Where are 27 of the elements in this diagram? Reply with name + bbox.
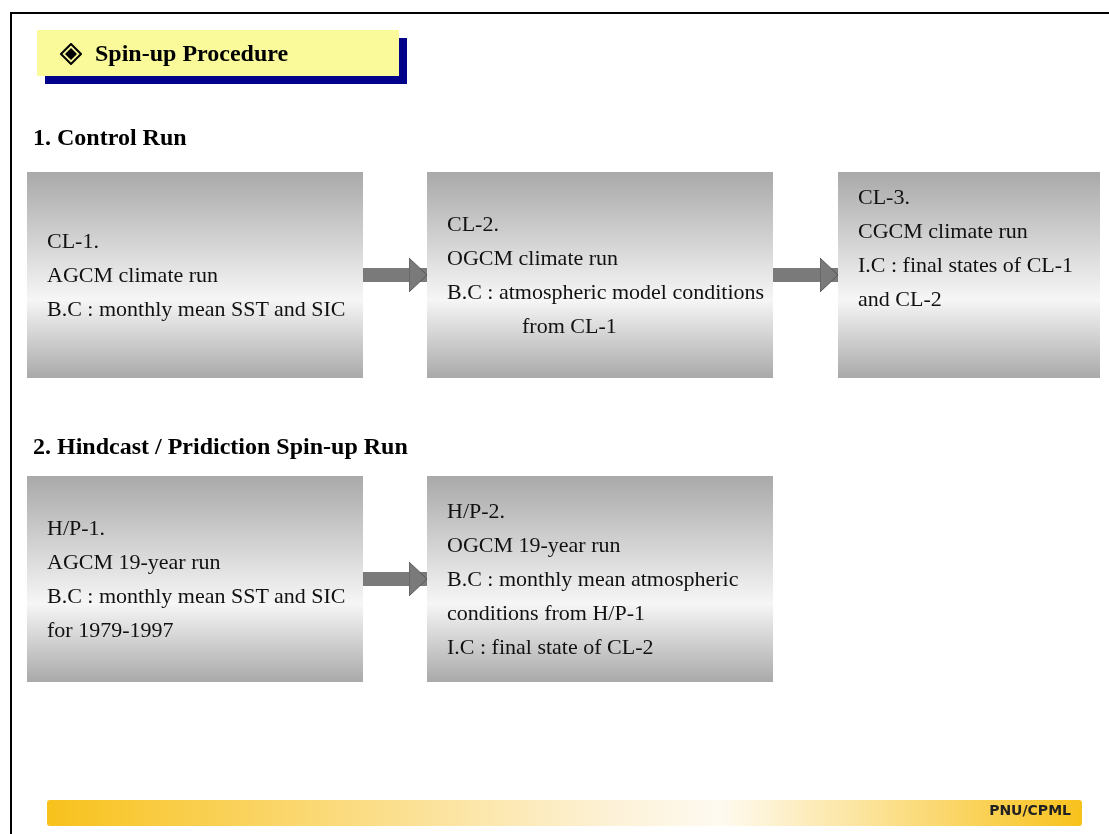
block-arrow — [773, 257, 839, 293]
step-text: B.C : monthly mean atmospheric conditions from H/P-1 — [447, 565, 740, 627]
step-id: CL-3. — [858, 183, 911, 211]
process-box — [427, 476, 773, 682]
section-heading: 1. Control Run — [33, 124, 187, 151]
step-text: I.C : final states of CL-1 and CL-2 — [858, 251, 1075, 313]
step-text: OGCM 19-year run — [447, 531, 622, 559]
step-id: H/P-1. — [47, 514, 107, 542]
process-box — [427, 172, 773, 378]
process-box — [27, 172, 363, 378]
step-text: CGCM climate run — [858, 217, 1029, 245]
block-arrow — [363, 257, 428, 293]
step-text: B.C : monthly mean SST and SIC — [47, 295, 347, 323]
step-id: CL-1. — [47, 227, 100, 255]
step-text: AGCM climate run — [47, 261, 220, 289]
block-arrow — [363, 561, 428, 597]
section-heading: 2. Hindcast / Pridiction Spin-up Run — [33, 433, 408, 460]
process-box — [27, 476, 363, 682]
step-id: CL-2. — [447, 210, 500, 238]
step-id: H/P-2. — [447, 497, 507, 525]
step-text: OGCM climate run — [447, 244, 620, 272]
step-text: AGCM 19-year run — [47, 548, 222, 576]
step-text: I.C : final state of CL-2 — [447, 633, 655, 661]
footer-text: PNU/CPML — [989, 802, 1071, 818]
step-text: B.C : monthly mean SST and SIC for 1979-1997 — [47, 582, 347, 644]
step-text: B.C : atmospheric model conditions from CL-1 — [447, 278, 766, 340]
process-box — [838, 172, 1100, 378]
